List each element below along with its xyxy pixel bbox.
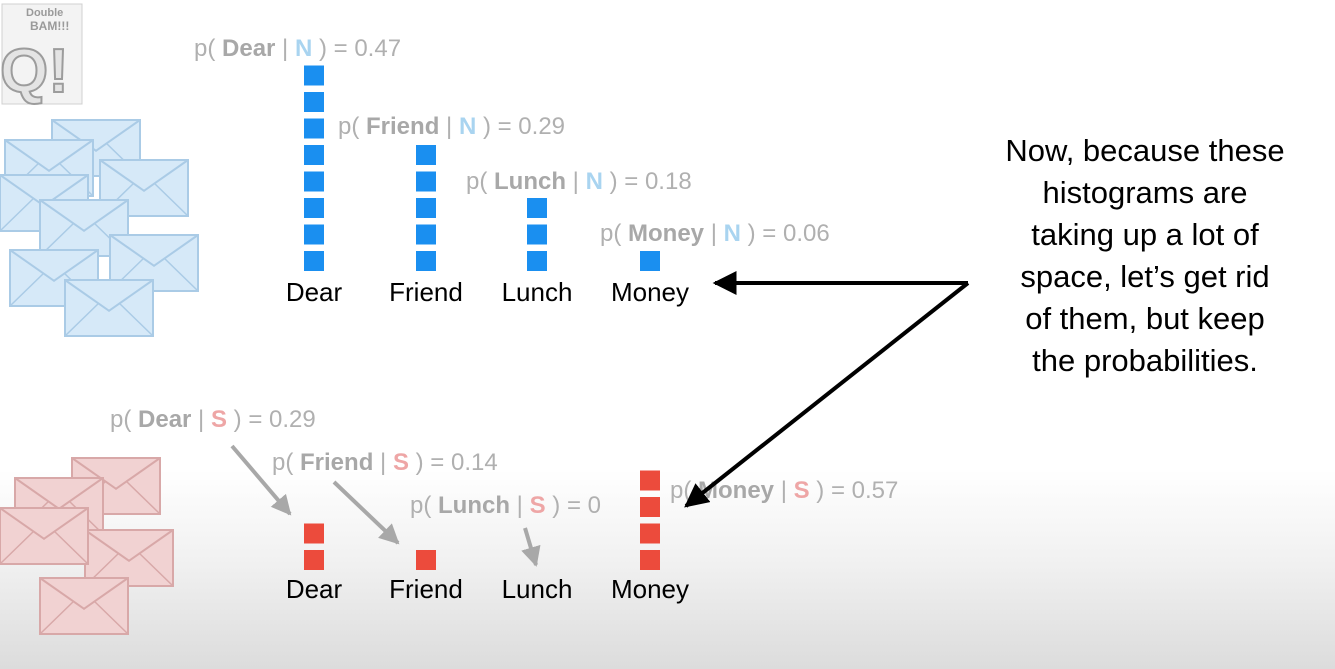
spam-envelope-icon-5 — [39, 577, 129, 635]
prob-label-dear-n: p( Dear | N ) = 0.47 — [194, 35, 401, 62]
prob-label-friend-s: p( Friend | S ) = 0.14 — [272, 449, 498, 476]
normal-word-histogram: Dear Friend Lunch Money — [286, 65, 689, 307]
prob-label-lunch-n: p( Lunch | N ) = 0.18 — [466, 168, 692, 195]
logo-top-text: Double — [26, 7, 63, 19]
double-bam-logo: Double BAM!!! Q! — [0, 3, 83, 107]
spam-envelope-icon-3 — [84, 529, 174, 587]
spam-word-histogram: Dear Friend Lunch Money — [286, 470, 689, 604]
pointer-arrow-lunch-s — [521, 527, 541, 567]
normal-tick-label-friend: Friend — [389, 277, 463, 307]
spam-bar-money-unit-3 — [640, 497, 660, 517]
spam-messages-envelopes — [0, 457, 174, 635]
callout-arrow-bottom — [684, 281, 970, 508]
spam-bar-dear-unit-2 — [304, 523, 324, 544]
normal-bar-dear-unit-6 — [304, 118, 324, 139]
logo-big-text: Q! — [0, 37, 69, 106]
logo-mid-text: BAM!!! — [30, 19, 69, 33]
normal-tick-label-money: Money — [611, 277, 689, 307]
normal-bar-dear-unit-5 — [304, 145, 324, 165]
pointer-arrow-friend-s — [332, 480, 400, 545]
normal-bar-dear-unit-8 — [304, 65, 324, 86]
note-line-4: space, let’s get rid — [1020, 259, 1269, 294]
prob-label-friend-n: p( Friend | N ) = 0.29 — [338, 113, 565, 140]
normal-bar-dear-unit-4 — [304, 171, 324, 192]
callout-note: Now, because these histograms are taking… — [1005, 133, 1284, 378]
normal-messages-envelopes — [0, 119, 199, 337]
normal-bar-friend-unit-1 — [416, 251, 436, 271]
note-line-6: the probabilities. — [1032, 343, 1258, 378]
normal-bar-friend-unit-2 — [416, 224, 436, 245]
spam-bar-dear-unit-1 — [304, 550, 324, 570]
prob-label-dear-s: p( Dear | S ) = 0.29 — [110, 406, 316, 433]
normal-tick-label-lunch: Lunch — [502, 277, 573, 307]
normal-bar-lunch-unit-2 — [527, 224, 547, 245]
note-line-1: Now, because these — [1005, 133, 1284, 168]
pointer-arrow-dear-s — [230, 444, 292, 516]
normal-bar-friend-unit-4 — [416, 171, 436, 192]
spam-bar-money-unit-4 — [640, 470, 660, 491]
note-line-5: of them, but keep — [1025, 301, 1265, 336]
spam-bar-friend-unit-1 — [416, 550, 436, 570]
note-line-3: taking up a lot of — [1031, 217, 1259, 252]
spam-envelope-icon-4 — [0, 507, 89, 565]
prob-label-money-n: p( Money | N ) = 0.06 — [600, 220, 830, 247]
normal-bar-friend-unit-3 — [416, 198, 436, 218]
normal-bar-dear-unit-3 — [304, 198, 324, 218]
spam-bar-money-unit-1 — [640, 550, 660, 570]
spam-tick-label-dear: Dear — [286, 574, 343, 604]
normal-bar-dear-unit-7 — [304, 92, 324, 112]
spam-tick-label-lunch: Lunch — [502, 574, 573, 604]
normal-bar-lunch-unit-3 — [527, 198, 547, 218]
normal-bar-friend-unit-5 — [416, 145, 436, 165]
normal-tick-label-dear: Dear — [286, 277, 343, 307]
normal-bar-lunch-unit-1 — [527, 251, 547, 271]
note-line-2: histograms are — [1042, 175, 1247, 210]
spam-tick-label-money: Money — [611, 574, 689, 604]
prob-label-lunch-s: p( Lunch | S ) = 0 — [410, 492, 601, 519]
normal-envelope-icon-8 — [64, 279, 154, 337]
spam-bar-money-unit-2 — [640, 523, 660, 544]
normal-bar-money-unit-1 — [640, 251, 660, 271]
spam-tick-label-friend: Friend — [389, 574, 463, 604]
prob-label-money-s: p( Money | S ) = 0.57 — [670, 477, 898, 504]
normal-bar-dear-unit-1 — [304, 251, 324, 271]
normal-bar-dear-unit-2 — [304, 224, 324, 245]
